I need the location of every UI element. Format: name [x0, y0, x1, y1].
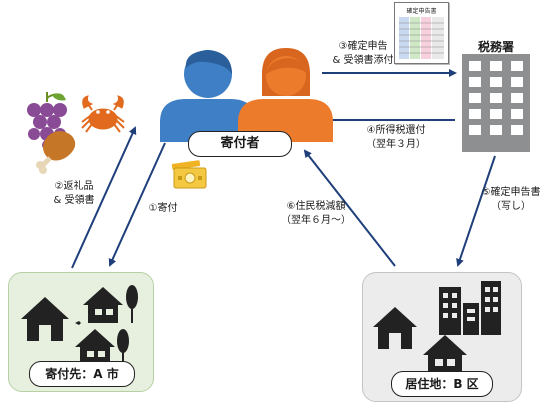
- tax-document-icon: 確定申告書: [394, 2, 449, 64]
- houses-icon: [21, 285, 138, 365]
- arrow-reduction: [303, 149, 396, 267]
- city-buildings-icon: [373, 281, 501, 375]
- donor-label: 寄付者: [188, 131, 292, 157]
- step1-label: ①寄付: [148, 203, 178, 214]
- step4-label: ④所得税還付 （翌年３月）: [366, 125, 426, 150]
- money-icon: [171, 160, 207, 189]
- tax-office-building-icon: [462, 54, 530, 152]
- step2-label: ②返礼品 & 受領書: [53, 181, 95, 206]
- crab-icon: [81, 95, 125, 133]
- city-a-box: 寄付先：A 市: [8, 272, 154, 392]
- arrow-donation: [108, 142, 166, 267]
- document-title: 確定申告書: [406, 8, 437, 15]
- arrow-copy: [456, 155, 496, 267]
- step6-label: ⑥住民税減額 （翌年６月～）: [281, 201, 351, 226]
- city-a-label: 寄付先：A 市: [29, 361, 135, 387]
- tax-office-label: 税務署: [477, 40, 514, 54]
- ward-b-label: 居住地：B 区: [391, 371, 493, 397]
- ward-b-box: 居住地：B 区: [362, 272, 522, 402]
- step3-label: ③確定申告 & 受領書添付: [332, 41, 394, 66]
- chicken-leg-icon: [36, 131, 76, 174]
- arrow-gift: [71, 126, 137, 269]
- step5-label: ⑤確定申告書 （写し）: [481, 187, 541, 212]
- donor-people-icon: [160, 48, 333, 142]
